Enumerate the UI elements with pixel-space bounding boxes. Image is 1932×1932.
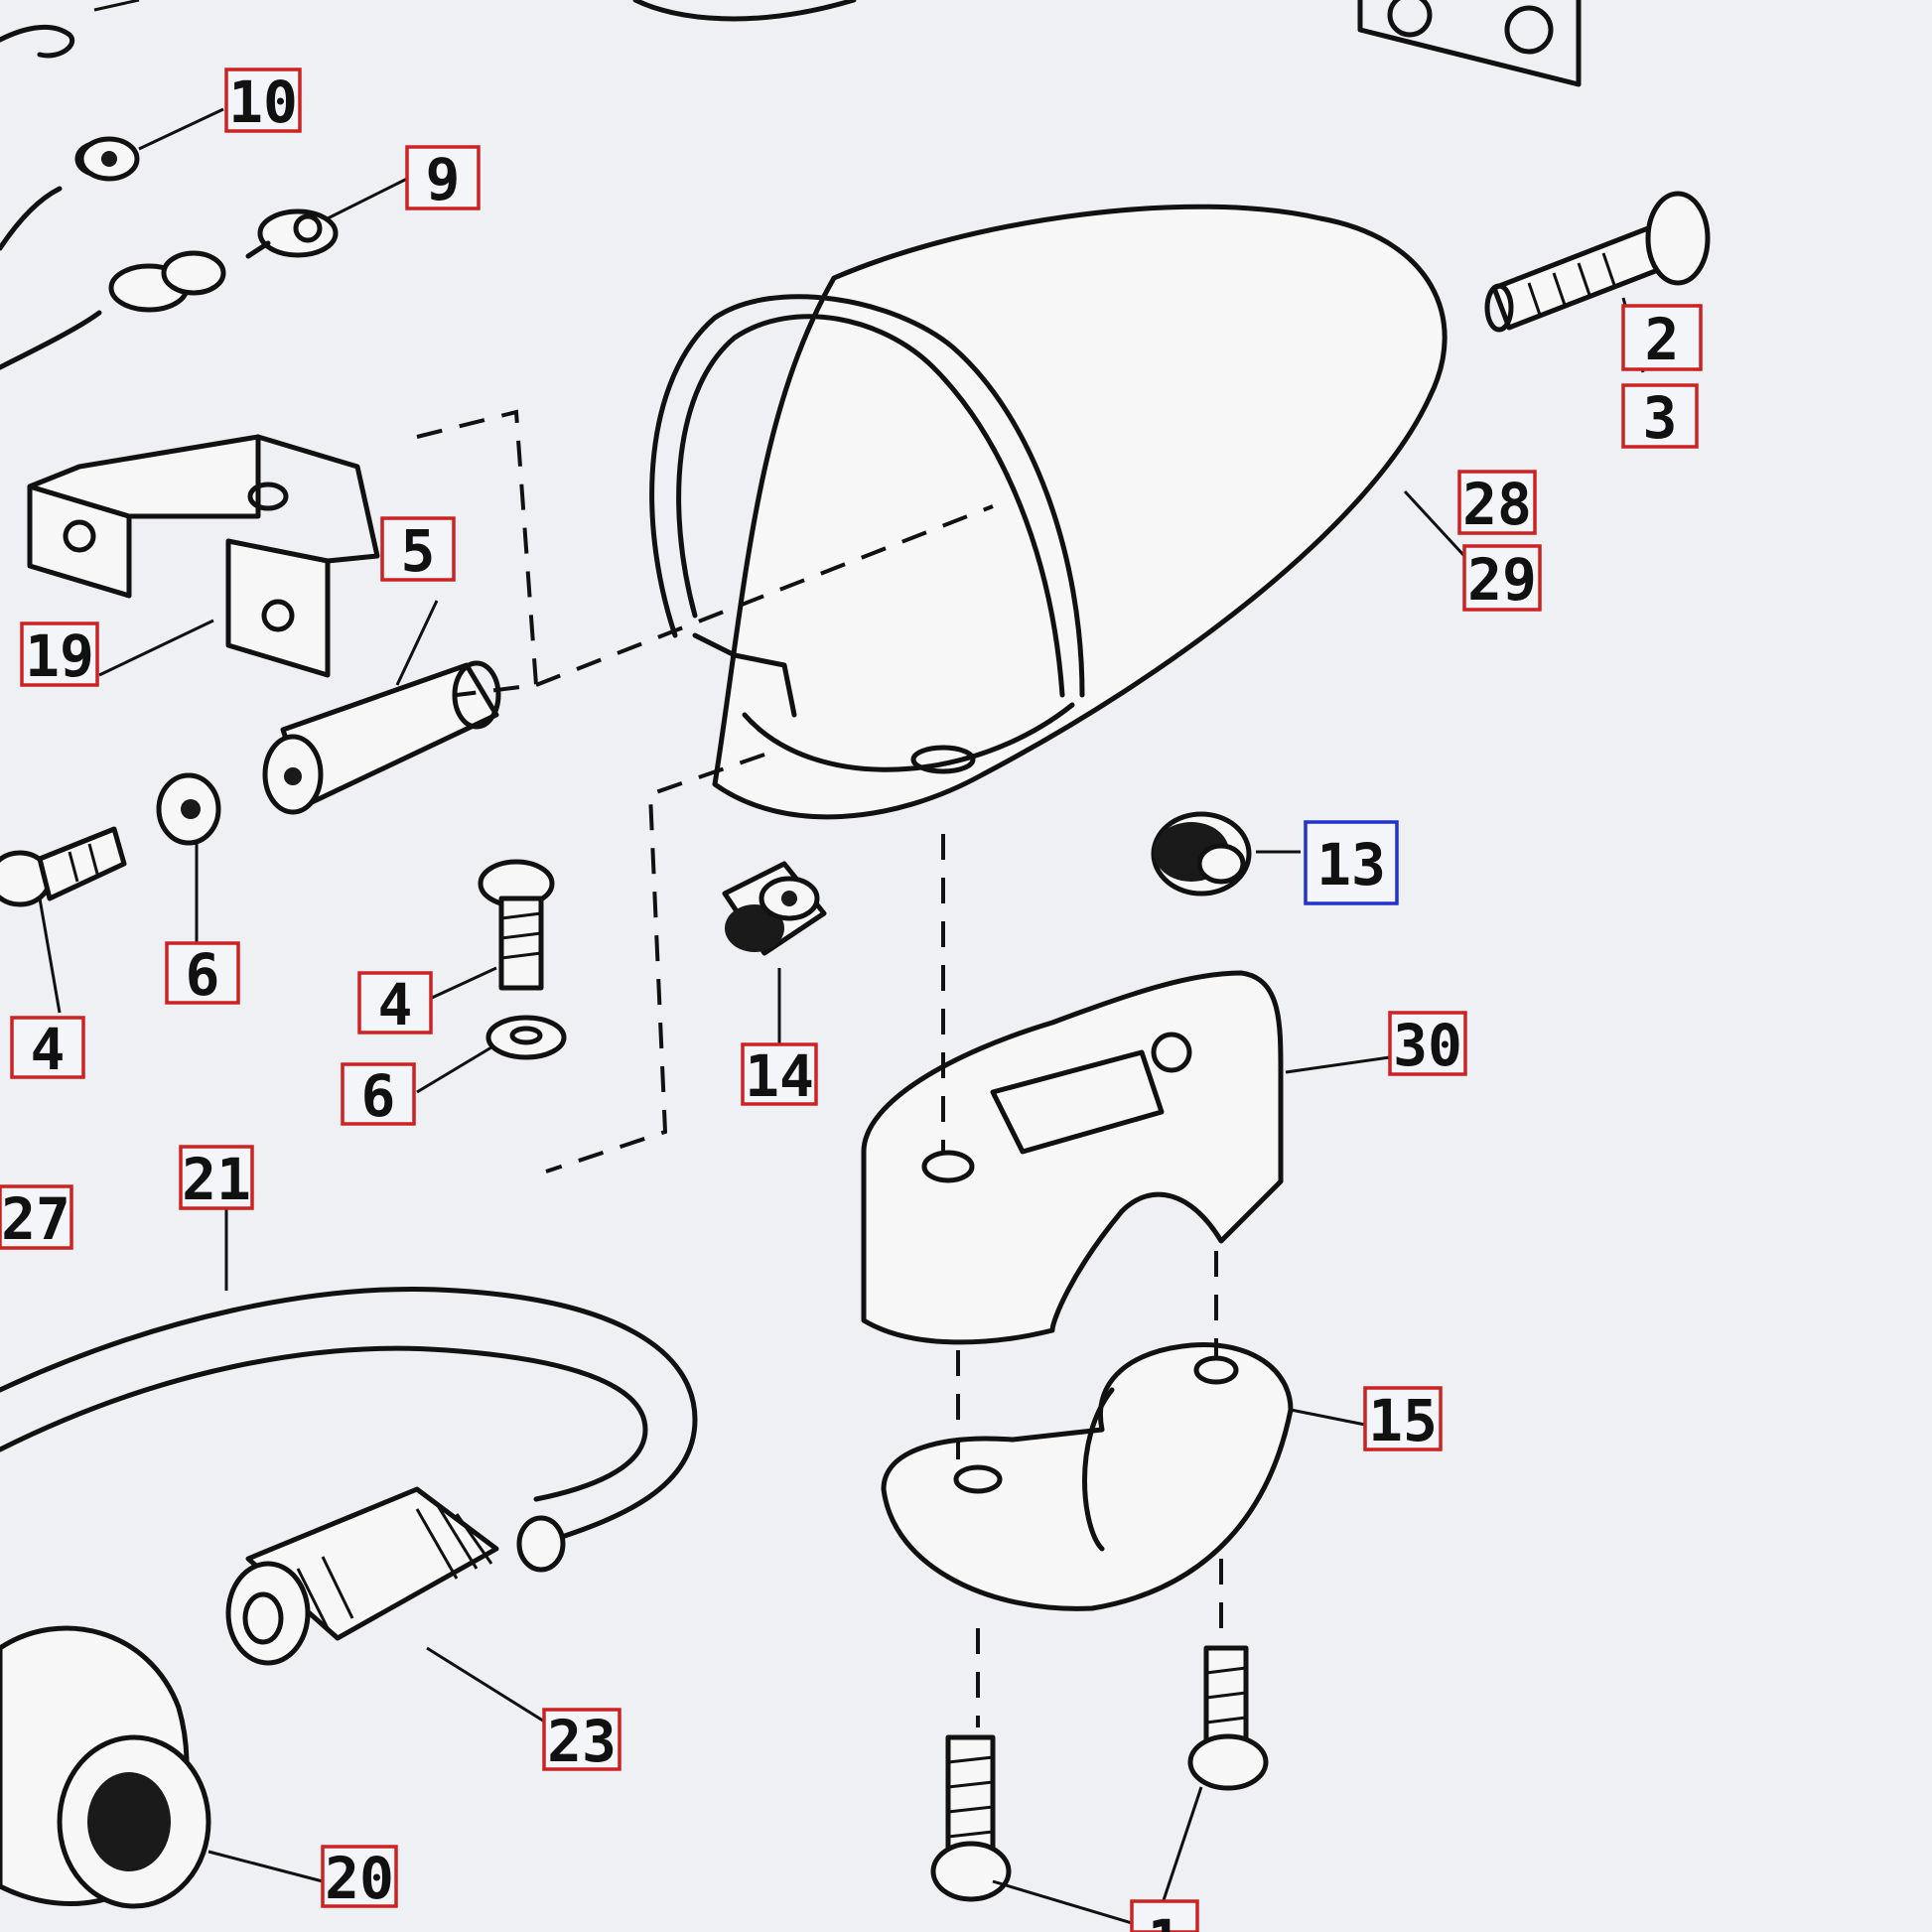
- callout-label: 1: [1148, 1907, 1182, 1932]
- callout-box: [341, 1062, 416, 1126]
- callout-box: [357, 971, 433, 1035]
- callout-5: 5: [380, 516, 456, 585]
- top-right-bracket: [1357, 0, 1582, 87]
- fitting-23: [225, 1486, 499, 1666]
- callout-box: [380, 516, 456, 582]
- callout-label: 10: [228, 69, 298, 136]
- bracket-19: [27, 434, 380, 678]
- callout-label: 3: [1643, 384, 1678, 452]
- callout-box: [224, 68, 302, 133]
- callout-label: 14: [745, 1042, 814, 1110]
- callout-14: 14: [741, 1042, 818, 1110]
- grommet-13: [1151, 811, 1252, 897]
- mirror-head: [535, 204, 1448, 820]
- ring-terminal-9: [245, 208, 339, 259]
- callout-30: 30: [1388, 1011, 1467, 1079]
- clamp-upper-30: [861, 970, 1284, 1345]
- callout-28: 28: [1457, 470, 1537, 538]
- callout-4-left: 4: [10, 1016, 85, 1083]
- callout-6-center: 6: [341, 1062, 416, 1130]
- callout-label: 29: [1467, 546, 1537, 614]
- callout-box: [1388, 1011, 1467, 1076]
- banjo-fitting-20: [0, 1625, 211, 1909]
- callout-1: 1: [1130, 1899, 1199, 1932]
- callout-box: [1363, 1386, 1443, 1451]
- screw-4-left: [0, 826, 127, 907]
- callout-box: [1130, 1899, 1199, 1932]
- washer-6-center: [485, 1015, 567, 1060]
- spacer-tube-5: [262, 660, 501, 815]
- callout-3: 3: [1621, 383, 1699, 452]
- callout-label: 19: [25, 622, 94, 690]
- callout-box: [165, 941, 240, 1005]
- callout-13: 13: [1304, 820, 1399, 905]
- callout-box: [1621, 383, 1699, 449]
- callout-4-center: 4: [357, 971, 433, 1038]
- callout-label: 4: [31, 1016, 66, 1083]
- callout-label: 13: [1316, 831, 1386, 898]
- callout-15: 15: [1363, 1386, 1443, 1454]
- callout-label: 20: [325, 1845, 394, 1912]
- screw-4-center: [478, 859, 555, 991]
- leader-lines: [38, 107, 1645, 1928]
- callout-label: 6: [361, 1062, 396, 1130]
- callout-10: 10: [224, 68, 302, 136]
- callout-label: 28: [1462, 471, 1532, 538]
- callout-box: [741, 1042, 818, 1106]
- callout-box: [321, 1845, 398, 1908]
- callout-box: [1304, 820, 1399, 905]
- callout-box: [1462, 544, 1542, 612]
- dash-bracket-5: [416, 409, 539, 697]
- callout-label: 27: [1, 1185, 70, 1253]
- callout-box: [1457, 470, 1537, 535]
- callout-box: [542, 1708, 621, 1771]
- lock-washer-6-left: [156, 772, 221, 846]
- callout-23: 23: [542, 1708, 621, 1775]
- callout-27: 27: [0, 1184, 73, 1253]
- callout-label: 2: [1645, 306, 1680, 373]
- top-left-fragment: [0, 0, 140, 59]
- callout-6-left: 6: [165, 941, 240, 1009]
- callout-label: 15: [1368, 1387, 1438, 1454]
- callout-box: [179, 1145, 254, 1210]
- callout-label: 4: [378, 971, 413, 1038]
- screw-1-right: [1187, 1645, 1269, 1791]
- callout-box: [0, 1184, 73, 1250]
- callout-2: 2: [1621, 304, 1703, 373]
- callout-label: 5: [401, 517, 436, 585]
- dash-bracket-14: [545, 753, 765, 1173]
- screw-1-left: [930, 1734, 1012, 1902]
- clamp-lower-15: [881, 1341, 1294, 1611]
- callout-label: 30: [1393, 1012, 1462, 1079]
- callout-9: 9: [405, 145, 481, 213]
- screw-2-3: [1484, 191, 1711, 333]
- callout-box: [405, 145, 481, 210]
- callout-label: 21: [182, 1146, 251, 1213]
- callout-29: 29: [1462, 544, 1542, 614]
- callout-box: [1621, 304, 1703, 371]
- callout-21: 21: [179, 1145, 254, 1213]
- callout-20: 20: [321, 1845, 398, 1912]
- terminal-nut-10: [78, 136, 140, 182]
- callout-box: [20, 621, 99, 687]
- callout-label: 23: [547, 1708, 617, 1775]
- plug-14: [722, 861, 827, 956]
- callout-box: [10, 1016, 85, 1079]
- callout-label: 9: [426, 146, 461, 213]
- callout-19: 19: [20, 621, 99, 690]
- callout-label: 6: [186, 941, 220, 1009]
- top-center-arc: [632, 0, 857, 22]
- hose-21: [0, 1286, 698, 1573]
